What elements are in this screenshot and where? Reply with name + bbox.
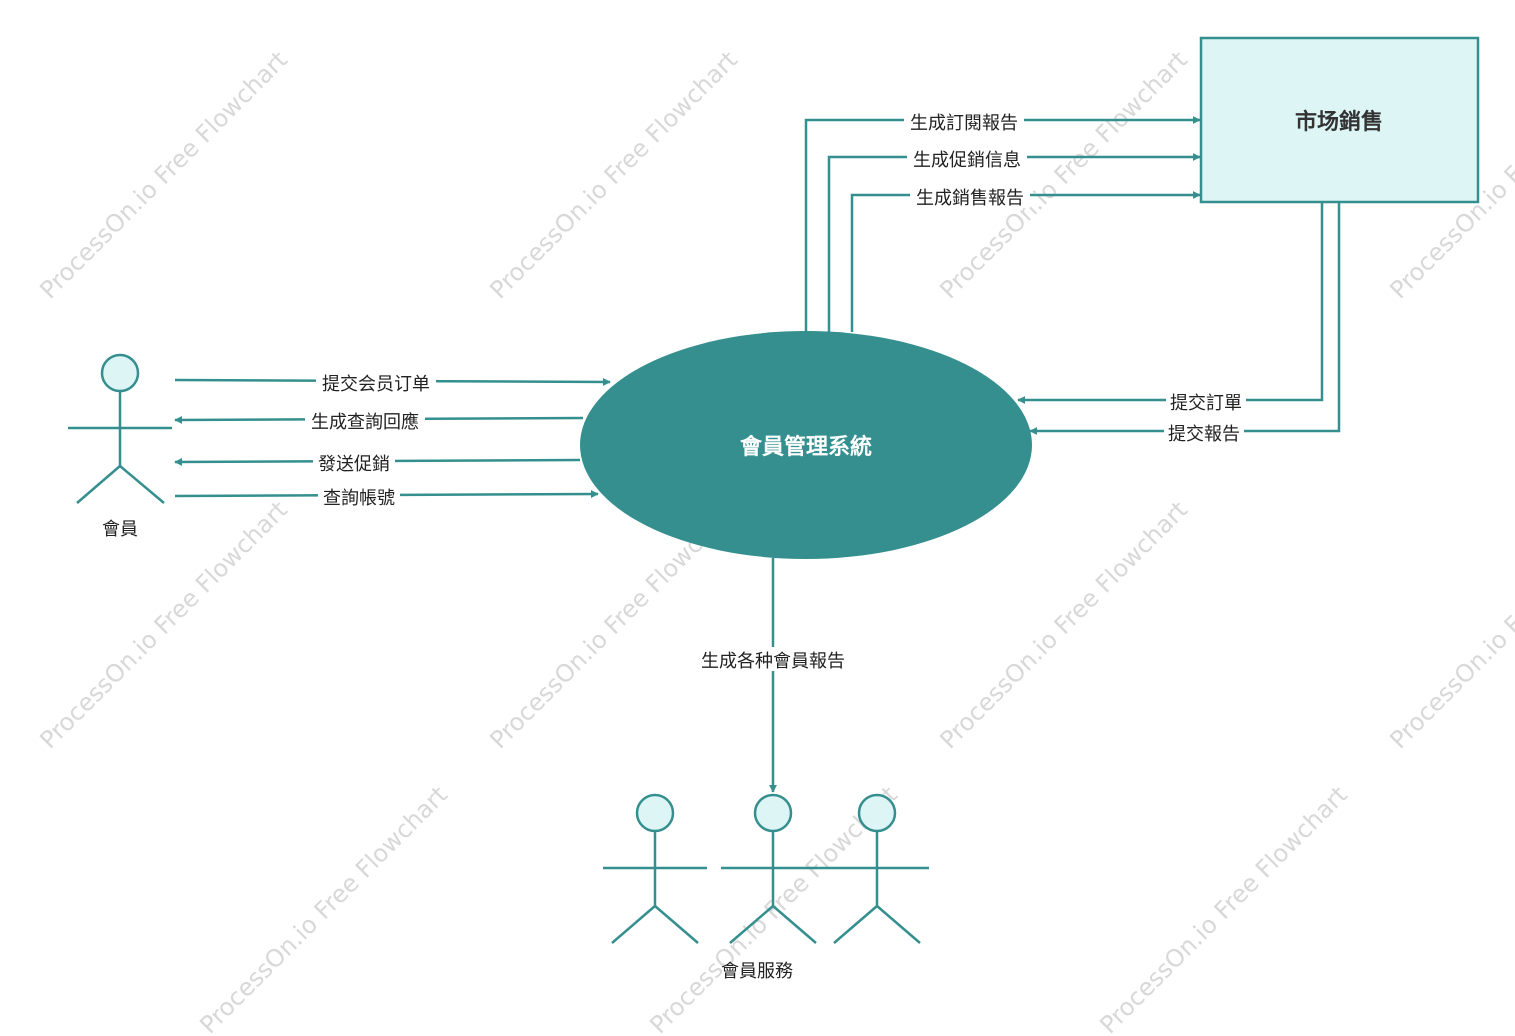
service-actor[interactable]	[603, 793, 707, 944]
watermark: ProcessOn.io Free Flowchart	[1384, 496, 1515, 754]
actor-leg	[611, 905, 656, 944]
actor-head	[857, 793, 897, 833]
actor-leg	[833, 905, 878, 944]
member-service-actors[interactable]: 會員服務	[603, 793, 929, 982]
system-ellipse[interactable]	[580, 331, 1032, 559]
watermark: ProcessOn.io Free Flowchart	[194, 781, 452, 1036]
edge-label-subscription-report: 生成訂閱報告	[910, 113, 1018, 134]
watermark: ProcessOn.io Free Flowchart	[484, 46, 742, 304]
edge-label-sales-report: 生成銷售報告	[916, 188, 1024, 209]
market-sales-box[interactable]	[1199, 36, 1480, 204]
actor-leg	[729, 905, 774, 944]
service-actor[interactable]	[825, 793, 929, 944]
edge-label-query-account: 查詢帳號	[323, 488, 395, 509]
label-group: 生成各种會員報告	[694, 647, 852, 672]
edge-label-query-response: 生成查詢回應	[311, 411, 419, 433]
edge-label-send-promo: 發送促銷	[318, 454, 390, 475]
member-service-label: 會員服務	[721, 961, 793, 982]
actor-leg	[76, 465, 121, 504]
watermark: ProcessOn.io Free Flowchart	[1094, 781, 1352, 1036]
label-group: 提交訂單	[1166, 389, 1246, 414]
label-group: 提交会员订单	[316, 370, 436, 395]
edge-label-member-reports: 生成各种會員報告	[701, 651, 845, 672]
market-sales-label: 市场銷售	[1295, 109, 1383, 135]
actor-head	[100, 353, 140, 393]
system-label: 會員管理系統	[740, 434, 872, 460]
edge-submit-report[interactable]	[1029, 203, 1341, 435]
actor-leg	[654, 905, 699, 944]
watermark: ProcessOn.io Free Flowchart	[34, 46, 292, 304]
edge-label-submit-member-order: 提交会员订单	[322, 374, 430, 395]
label-group: 發送促銷	[313, 450, 395, 475]
edge-label-submit-order: 提交訂單	[1170, 393, 1242, 414]
actor-head	[753, 793, 793, 833]
watermark: ProcessOn.io Free Flowchart	[934, 496, 1192, 754]
edge-label-promo-info: 生成促銷信息	[913, 150, 1021, 171]
label-group: 生成訂閱報告	[904, 109, 1024, 134]
member-label: 會員	[102, 519, 138, 540]
label-group: 生成查詢回應	[305, 408, 425, 433]
edge-subscription-report[interactable]	[804, 116, 1201, 332]
edge-sales-report[interactable]	[850, 191, 1201, 332]
label-group: 提交報告	[1164, 420, 1244, 445]
actor-leg	[119, 465, 165, 504]
actor-leg	[876, 905, 921, 944]
market-sales-node[interactable]: 市场銷售	[1199, 36, 1480, 204]
member-actor[interactable]: 會員	[68, 353, 172, 540]
label-group: 生成促銷信息	[907, 146, 1027, 171]
actor-leg	[772, 905, 817, 944]
edge-label-submit-report: 提交報告	[1168, 424, 1240, 445]
actor-head	[635, 793, 675, 833]
label-group: 查詢帳號	[318, 484, 400, 509]
watermark: ProcessOn.io Free Flowchart	[934, 46, 1192, 304]
service-actor[interactable]	[721, 793, 825, 944]
label-group: 生成銷售報告	[910, 184, 1030, 209]
edge-labels: 提交会员订单 生成查詢回應 發送促銷 查詢帳號 生成訂閱報告 生成促銷信息 生成…	[305, 109, 1246, 672]
edge-submit-order[interactable]	[1017, 203, 1324, 404]
system-node[interactable]: 會員管理系統	[580, 331, 1032, 559]
edge-promo-info[interactable]	[827, 153, 1201, 332]
watermark: ProcessOn.io Free Flowchart	[34, 496, 292, 754]
